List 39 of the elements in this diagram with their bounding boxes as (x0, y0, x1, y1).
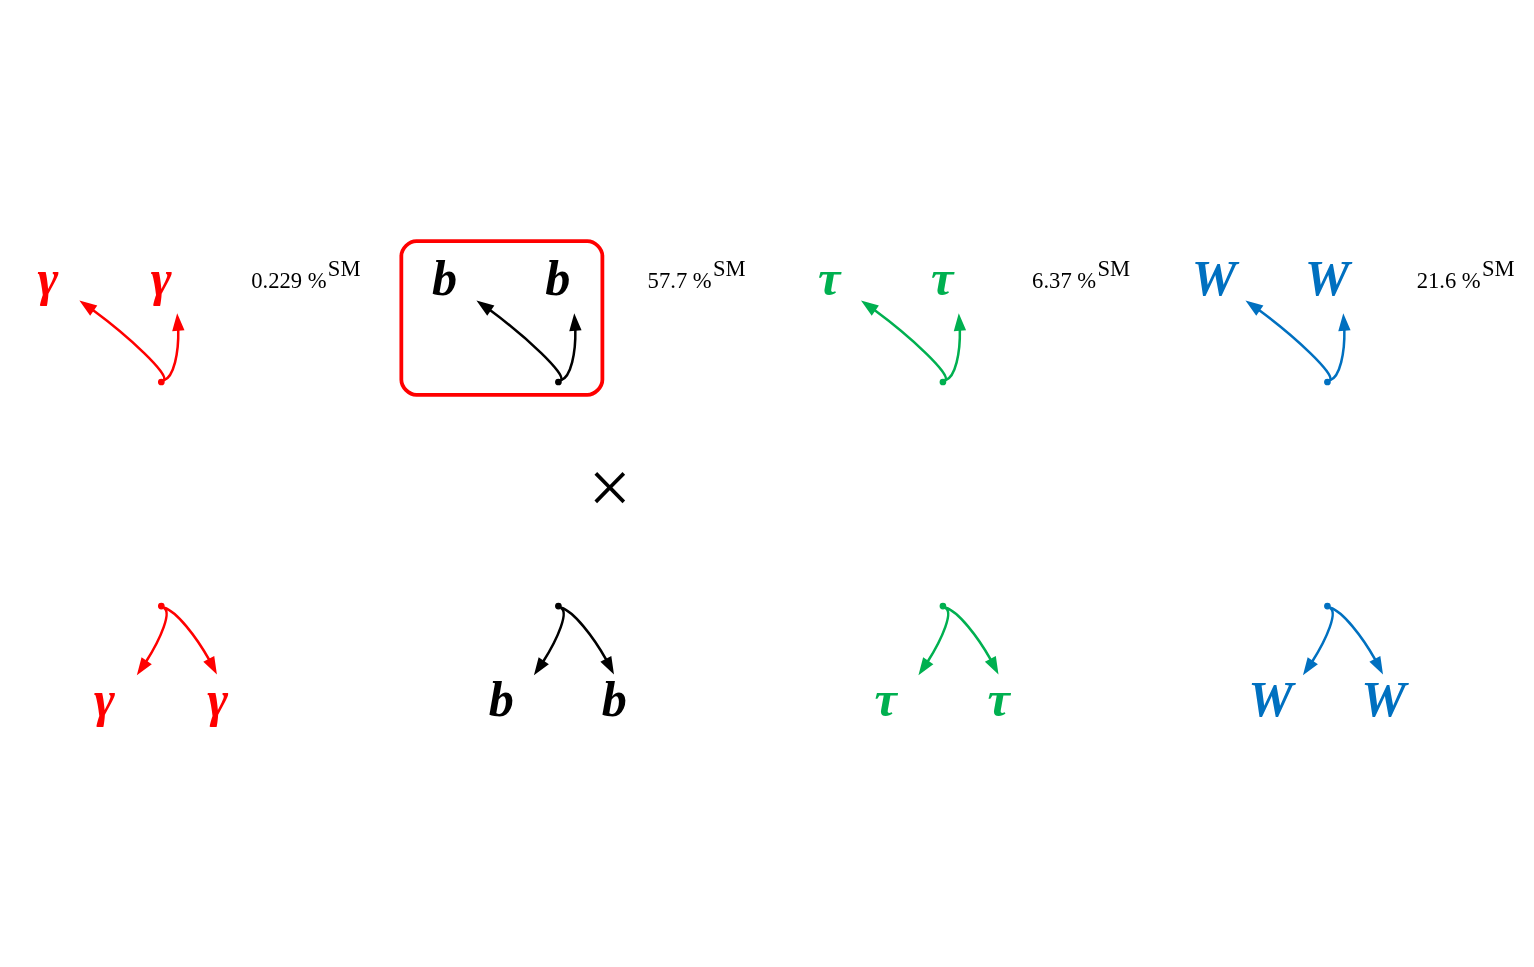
node-text: τ (874, 670, 897, 727)
arrow (1329, 606, 1383, 675)
node-point (939, 602, 947, 609)
node-text: W (1361, 670, 1407, 727)
arrow (476, 299, 563, 380)
arrow (533, 606, 565, 675)
node-point (1324, 378, 1331, 385)
arrow (163, 312, 185, 381)
node-text: b (432, 249, 458, 306)
label: × (588, 445, 632, 529)
node-text: γ (94, 670, 116, 727)
node-text: γ (150, 249, 172, 306)
arrow (560, 312, 582, 381)
arrow (944, 312, 967, 381)
arrow (163, 606, 217, 675)
node-text: τ (817, 249, 841, 306)
cluster (399, 238, 605, 397)
arrow (1302, 606, 1334, 675)
node-point (158, 378, 165, 385)
node-text: τ (987, 670, 1010, 727)
arrow (918, 606, 950, 675)
arrow (1245, 299, 1332, 380)
node-text: b (601, 670, 627, 727)
node-text: γ (37, 249, 59, 306)
node-point (158, 602, 165, 609)
node-text: b (545, 249, 571, 306)
arrow (1329, 312, 1351, 381)
arrow (945, 606, 999, 675)
node-text: b (488, 670, 514, 727)
arrow (79, 299, 166, 380)
arrow (560, 606, 614, 675)
node-text: τ (930, 249, 954, 306)
node-text: γ (207, 670, 229, 727)
node-point (555, 378, 562, 385)
node-point (555, 602, 562, 609)
arrow (860, 299, 947, 380)
node-point (939, 378, 947, 385)
node-point (1324, 602, 1331, 609)
arrow (136, 606, 168, 675)
